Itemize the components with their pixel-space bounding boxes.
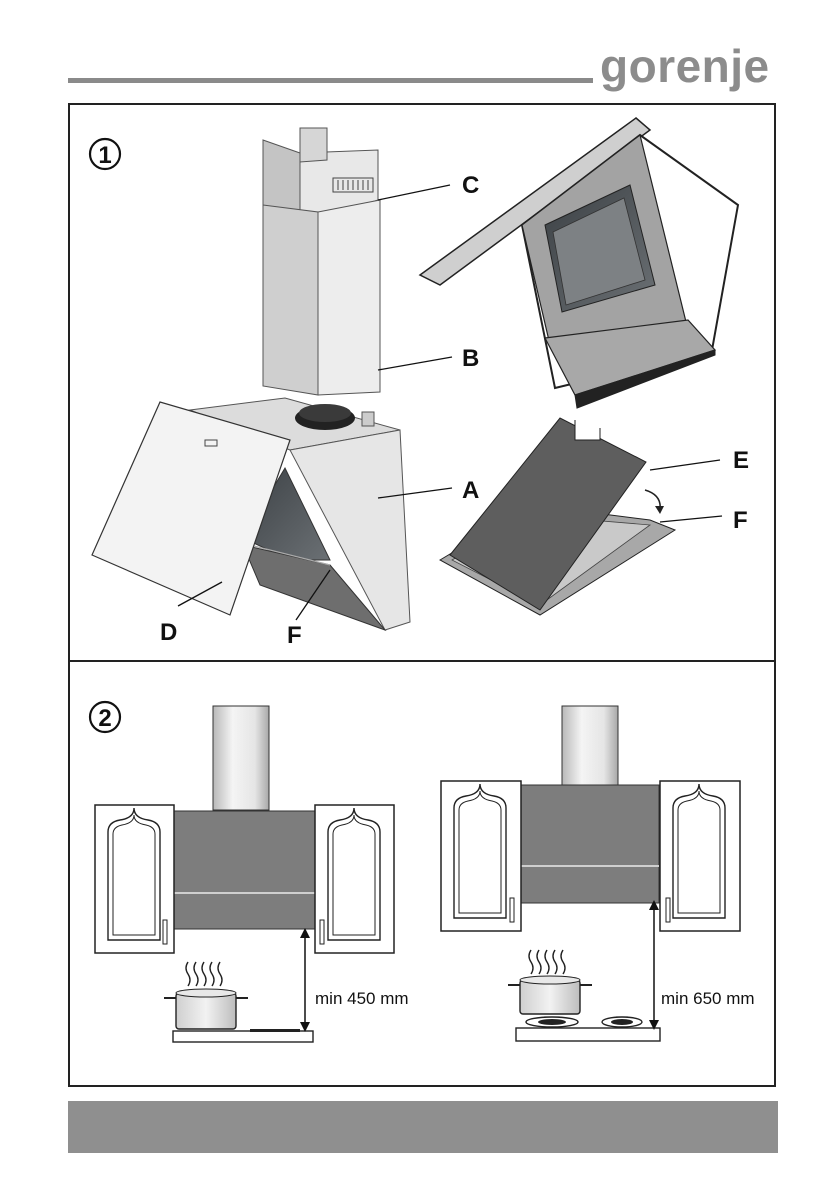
gas-burner-icon [602,1017,642,1027]
cabinet-door-icon [441,781,521,931]
pot-with-steam-icon [508,950,592,1014]
label-e: E [733,447,749,474]
label-c: C [462,172,479,199]
figure-1-number: 1 [90,139,120,169]
label-a: A [462,477,479,504]
label-f-filter: F [733,507,748,534]
svg-text:1: 1 [98,142,111,169]
label-f-main: F [287,622,302,649]
installation-gas: min 650 mm [441,706,755,1041]
cooktop [173,1031,313,1042]
chimney-lower [263,200,380,395]
dimension-label-right: min 650 mm [661,989,755,1008]
dimension-label-left: min 450 mm [315,989,409,1008]
rotate-arrow-icon [645,490,664,514]
cabinet-door-icon [660,781,740,931]
installation-electric: min 450 mm [95,706,409,1042]
pot-with-steam-icon [164,962,248,1029]
label-b: B [462,345,479,372]
dimension-arrow [649,900,659,1030]
cabinet-door-icon [95,805,174,953]
label-d: D [160,619,177,646]
figure-2-number: 2 [90,702,120,732]
dimension-arrow [300,928,310,1032]
gas-burner-icon [526,1017,578,1027]
figure-1: 1 [90,118,749,649]
figure-2: 2 [90,702,755,1042]
grease-filter-assembly [440,418,675,615]
svg-text:2: 2 [98,705,111,732]
cabinet-door-icon [315,805,394,953]
cooktop [516,1028,660,1041]
